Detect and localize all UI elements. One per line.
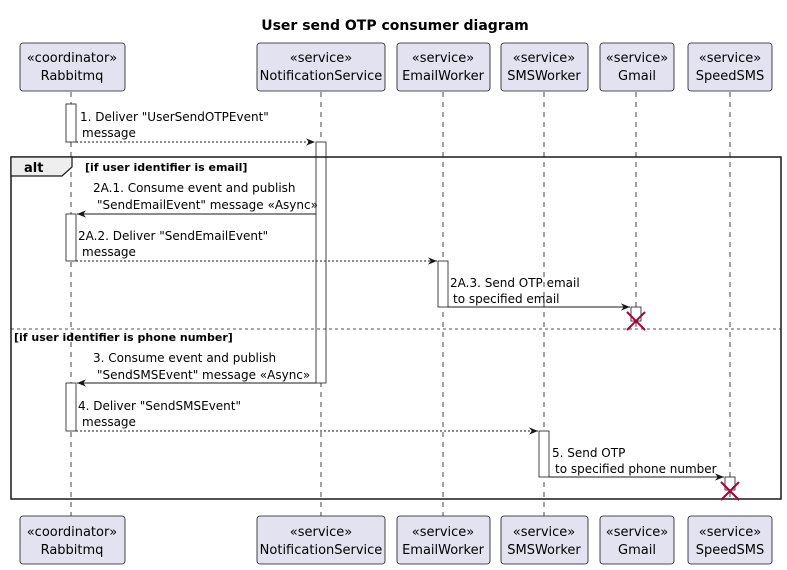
participant-stereotype: «service» (699, 525, 761, 540)
activation-rabbitmq-2 (65, 213, 77, 262)
participant-name: Gmail (618, 543, 656, 558)
participant-name: SpeedSMS (696, 69, 764, 84)
message-2a3: 2A.3. Send OTP email to specified email (448, 276, 630, 311)
message-label-line: 2A.1. Consume event and publish (93, 181, 296, 195)
message-label-line: 3. Consume event and publish (93, 351, 276, 365)
participant-notificationservice: «service» NotificationService (256, 42, 386, 92)
alt-guard-email: [if user identifier is email] (85, 161, 247, 174)
message-4: 4. Deliver "SendSMSEvent" message (76, 399, 538, 435)
participant-name: EmailWorker (402, 543, 485, 558)
participant-speedsms-footer: «service» SpeedSMS (687, 515, 773, 565)
participant-rabbitmq-footer: «coordinator» Rabbitmq (19, 515, 126, 565)
participant-smsworker: «service» SMSWorker (500, 42, 589, 92)
message-2a1: 2A.1. Consume event and publish "SendEma… (77, 181, 318, 218)
lifelines (70, 92, 731, 516)
message-label-line: "SendEmailEvent" message «Async» (97, 198, 318, 212)
participant-stereotype: «service» (606, 525, 668, 540)
message-label-line: "SendSMSEvent" message «Async» (97, 368, 310, 382)
activation-rabbitmq-1 (65, 103, 77, 143)
message-1: 1. Deliver "UserSendOTPEvent" message (76, 110, 315, 146)
participants-bottom: «coordinator» Rabbitmq «service» Notific… (19, 515, 773, 565)
destroy-icon (626, 311, 646, 331)
participant-name: EmailWorker (402, 69, 485, 84)
message-label-line: 5. Send OTP (552, 446, 625, 460)
participant-emailworker: «service» EmailWorker (396, 42, 491, 92)
participant-emailworker-footer: «service» EmailWorker (396, 515, 491, 565)
participant-notificationservice-footer: «service» NotificationService (256, 515, 386, 565)
participant-name: SMSWorker (507, 69, 581, 84)
activation-emailworker (437, 260, 449, 308)
participant-stereotype: «service» (699, 51, 761, 66)
participant-stereotype: «coordinator» (27, 51, 118, 66)
participant-name: Rabbitmq (41, 69, 104, 84)
participant-name: SpeedSMS (696, 543, 764, 558)
destroy-icon (720, 481, 740, 501)
participant-gmail: «service» Gmail (599, 42, 675, 92)
participant-name: NotificationService (260, 543, 383, 558)
participant-smsworker-footer: «service» SMSWorker (500, 515, 589, 565)
message-label-line: message (82, 245, 136, 259)
message-3: 3. Consume event and publish "SendSMSEve… (77, 351, 316, 387)
participant-stereotype: «service» (412, 51, 474, 66)
activation-notificationservice (315, 141, 327, 384)
participant-stereotype: «coordinator» (27, 525, 118, 540)
participant-rabbitmq: «coordinator» Rabbitmq (19, 42, 126, 92)
message-label-line: 2A.3. Send OTP email (450, 276, 580, 290)
message-2a2: 2A.2. Deliver "SendEmailEvent" message (76, 229, 437, 265)
participant-stereotype: «service» (513, 51, 575, 66)
alt-guard-phone: [if user identifier is phone number] (14, 331, 233, 344)
participant-speedsms: «service» SpeedSMS (687, 42, 773, 92)
participant-name: Gmail (618, 69, 656, 84)
activation-bars (65, 103, 736, 491)
messages: 1. Deliver "UserSendOTPEvent" message 2A… (76, 110, 724, 481)
participant-name: NotificationService (260, 69, 383, 84)
message-label-line: to specified email (453, 292, 560, 306)
participant-stereotype: «service» (606, 51, 668, 66)
participant-stereotype: «service» (290, 51, 352, 66)
participants-top: «coordinator» Rabbitmq «service» Notific… (19, 42, 773, 92)
participant-stereotype: «service» (412, 525, 474, 540)
alt-fragment: alt [if user identifier is email] [if us… (10, 156, 782, 500)
participant-gmail-footer: «service» Gmail (599, 515, 675, 565)
participant-stereotype: «service» (290, 525, 352, 540)
activation-rabbitmq-3 (65, 382, 77, 432)
message-5: 5. Send OTP to specified phone number (549, 446, 724, 481)
message-label-line: 2A.2. Deliver "SendEmailEvent" (78, 229, 268, 243)
diagram-title: User send OTP consumer diagram (261, 18, 529, 34)
participant-stereotype: «service» (513, 525, 575, 540)
alt-keyword: alt (24, 161, 43, 176)
activation-smsworker (538, 430, 550, 478)
message-label-line: 4. Deliver "SendSMSEvent" (78, 399, 241, 413)
participant-name: SMSWorker (507, 543, 581, 558)
message-label-line: message (82, 415, 136, 429)
participant-name: Rabbitmq (41, 543, 104, 558)
message-label-line: message (82, 126, 136, 140)
message-label-line: to specified phone number (555, 462, 717, 476)
message-label-line: 1. Deliver "UserSendOTPEvent" (80, 110, 269, 124)
